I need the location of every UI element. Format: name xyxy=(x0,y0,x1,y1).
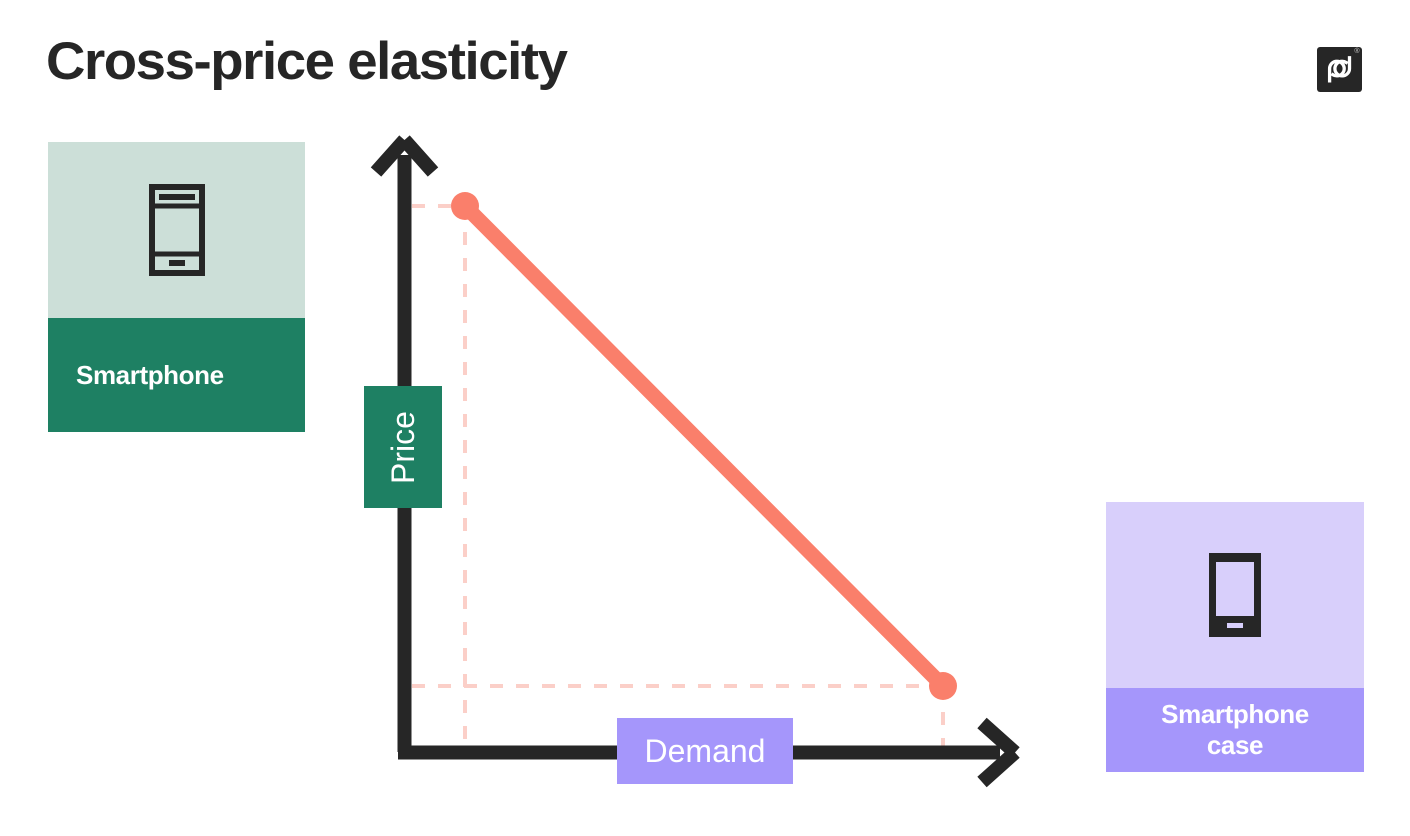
x-axis-label-text: Demand xyxy=(644,732,766,769)
pandadoc-logo[interactable]: ® xyxy=(1317,47,1362,92)
smartphone-outline-icon xyxy=(148,184,205,276)
y-axis-label-text: Price xyxy=(384,410,421,484)
pd-wordmark-icon xyxy=(1327,56,1352,83)
x-axis-arrowhead-icon xyxy=(977,717,1020,788)
y-axis-label-price: Price xyxy=(364,386,442,508)
card-visual-smartphone xyxy=(48,142,305,318)
card-visual-smartphone-case xyxy=(1106,502,1364,688)
card-caption-smartphone: Smartphone xyxy=(48,318,305,432)
y-axis-arrowhead-icon xyxy=(370,135,439,177)
demand-curve-line xyxy=(457,198,951,694)
demand-curve-series xyxy=(451,192,957,700)
card-label-line2: case xyxy=(1206,730,1264,760)
data-point-upper[interactable] xyxy=(451,192,479,220)
product-card-smartphone[interactable]: Smartphone xyxy=(48,142,305,432)
card-label-line1: Smartphone xyxy=(1161,699,1309,729)
smartphone-filled-icon xyxy=(1209,553,1261,637)
page-title: Cross-price elasticity xyxy=(46,32,568,91)
guide-lines xyxy=(412,204,945,748)
x-axis-label-demand: Demand xyxy=(617,718,793,784)
registered-trademark-mark: ® xyxy=(1354,48,1360,55)
card-label-smartphone: Smartphone xyxy=(76,359,224,390)
data-point-lower[interactable] xyxy=(929,672,957,700)
